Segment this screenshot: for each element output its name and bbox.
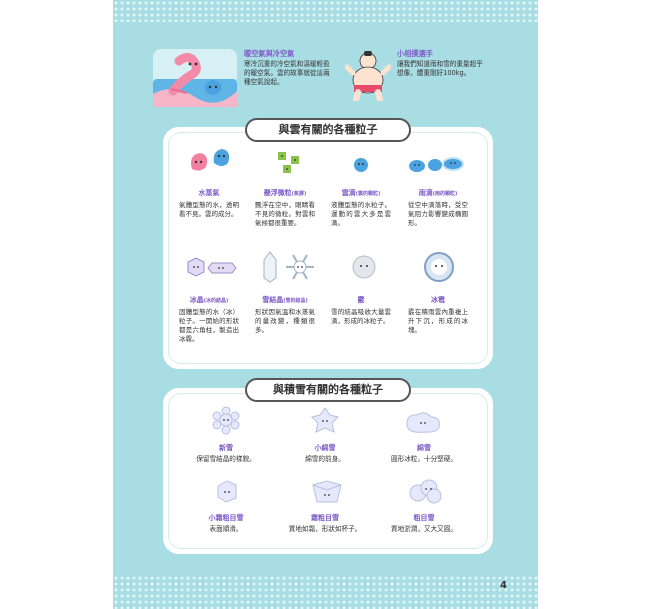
- particle-snow-crystal: 雪結晶(雪的結晶) 形狀因氣溫和水蒸氣的量改變，種類很多。: [255, 296, 315, 335]
- snow-name: 小霜粗目雪: [208, 514, 244, 522]
- particle-raindrop: 雨滴(雨的顆粒) 從空中滴落時，受空氣阻力影響變成橢圓形。: [408, 189, 468, 228]
- particle-name: 冰晶: [189, 296, 204, 304]
- particle-desc: 形狀因氣溫和水蒸氣的量改變，種類很多。: [255, 308, 315, 334]
- particle-sub: (冰的結晶): [203, 298, 229, 304]
- warm-cold-air-title: 暖空氣與冷空氣: [244, 49, 295, 58]
- hail-icon: [424, 252, 454, 282]
- particle-graupel: 霰 雪的結晶吸收大量雲滴，形成的冰粒子。: [331, 296, 391, 326]
- cloud-droplet-icon: [354, 158, 368, 172]
- sumo-note: 小相撲選手 讓我們知道雨和雪的重量超乎想像，體重剛好100kg。: [397, 49, 489, 78]
- depth-hoar-icon: [312, 480, 342, 503]
- particle-sub: (氣膠): [291, 191, 307, 197]
- granular-snow-icon: [409, 479, 442, 504]
- snow-desc: 保留雪結晶的樣貌。: [196, 455, 256, 463]
- particle-name: 雲滴: [341, 189, 356, 197]
- particle-desc: 氣體型態的水，透明看不見。雲的成分。: [179, 201, 239, 218]
- snow-small-rounded: 小綿雪 綿雪的前身。: [275, 444, 375, 464]
- warm-cold-air-text: 寒冷沉重的冷空氣和溫暖輕盈的暖空氣。雲的故事就從這兩種空氣說起。: [244, 60, 330, 86]
- snow-section-title: 與積雪有關的各種粒子: [245, 378, 411, 402]
- raindrop-icon: [409, 157, 464, 172]
- particle-sub: (雪的結晶): [283, 298, 308, 304]
- particle-water-vapor: 水蒸氣 氣體型態的水，透明看不見。雲的成分。: [179, 189, 239, 219]
- particle-name: 冰雹: [431, 296, 445, 304]
- ice-crystal-icon: [187, 257, 237, 277]
- particle-desc: 霰在積雨雲內重複上升下沉，形成的冰塊。: [408, 308, 468, 334]
- snow-name: 小綿雪: [314, 444, 336, 452]
- particle-name: 懸浮微粒: [263, 189, 292, 197]
- snow-name: 新雪: [219, 444, 233, 452]
- particle-name: 水蒸氣: [198, 189, 220, 197]
- snow-desc: 圓形冰粒，十分堅硬。: [391, 455, 457, 463]
- snow-crystal-icon: [263, 251, 314, 283]
- water-vapor-icon: [191, 149, 230, 171]
- sumo-title: 小相撲選手: [397, 49, 433, 58]
- page-number: 4: [500, 580, 507, 591]
- snow-depth-hoar: 霜粗目雪 質地如霜，形狀如杯子。: [275, 514, 375, 534]
- new-snow-icon: [212, 406, 240, 435]
- snow-new-snow: 新雪 保留雪結晶的樣貌。: [176, 444, 276, 464]
- particle-desc: 飄浮在空中，眼睛看不見的微粒。對雲和氣候都很重要。: [255, 201, 315, 227]
- snow-desc: 綿雪的前身。: [305, 455, 345, 463]
- snow-small-faceted: 小霜粗目雪 表面順滑。: [176, 514, 276, 534]
- particle-cloud-droplet: 雲滴(雲的顆粒) 液體型態的水粒子。運動的雲大多是雲滴。: [331, 189, 391, 228]
- particle-desc: 從空中滴落時，受空氣阻力影響變成橢圓形。: [408, 201, 468, 227]
- snow-desc: 質地淤潤，又大又圓。: [391, 525, 457, 533]
- particle-sub: (雲的顆粒): [355, 191, 381, 197]
- particle-desc: 固體型態的水（冰）粒子。一開始的形狀都是六角柱，製造出冰霧。: [179, 308, 239, 343]
- particle-desc: 液體型態的水粒子。運動的雲大多是雲滴。: [331, 201, 391, 227]
- small-rounded-snow-icon: [311, 407, 339, 433]
- warm-cold-air-note: 暖空氣與冷空氣 寒冷沉重的冷空氣和溫暖輕盈的暖空氣。雲的故事就從這兩種空氣說起。: [244, 49, 330, 87]
- graupel-icon: [352, 255, 376, 279]
- rounded-snow-icon: [406, 412, 440, 433]
- snow-name: 霜粗目雪: [311, 514, 339, 522]
- dotted-border-top: [113, 0, 538, 22]
- particle-name: 雪結晶: [262, 296, 284, 304]
- particle-name: 雨滴: [418, 189, 433, 197]
- warm-cold-air-illustration: [153, 49, 237, 107]
- particle-name: 霰: [357, 296, 365, 304]
- particle-ice-crystal: 冰晶(冰的結晶) 固體型態的水（冰）粒子。一開始的形狀都是六角柱，製造出冰霧。: [179, 296, 239, 344]
- particle-desc: 雪的結晶吸收大量雲滴，形成的冰粒子。: [331, 308, 391, 325]
- snow-granular: 粗目雪 質地淤潤，又大又圓。: [374, 514, 474, 534]
- cloud-section-title: 與雲有關的各種粒子: [245, 118, 411, 142]
- dotted-border-bottom: [113, 575, 538, 609]
- aerosol-icon: [278, 152, 299, 173]
- sumo-wrestler-illustration: [345, 51, 391, 101]
- snow-name: 粗目雪: [413, 514, 435, 522]
- small-faceted-snow-icon: [217, 480, 237, 503]
- snow-rounded: 綿雪 圓形冰粒，十分堅硬。: [374, 444, 474, 464]
- particle-hail: 冰雹 霰在積雨雲內重複上升下沉，形成的冰塊。: [408, 296, 468, 335]
- snow-desc: 質地如霜，形狀如杯子。: [288, 525, 362, 533]
- particle-aerosol: 懸浮微粒(氣膠) 飄浮在空中，眼睛看不見的微粒。對雲和氣候都很重要。: [255, 189, 315, 228]
- particle-sub: (雨的顆粒): [432, 191, 458, 197]
- snow-name: 綿雪: [417, 444, 431, 452]
- sumo-text: 讓我們知道雨和雪的重量超乎想像，體重剛好100kg。: [397, 60, 483, 77]
- snow-desc: 表面順滑。: [209, 525, 243, 533]
